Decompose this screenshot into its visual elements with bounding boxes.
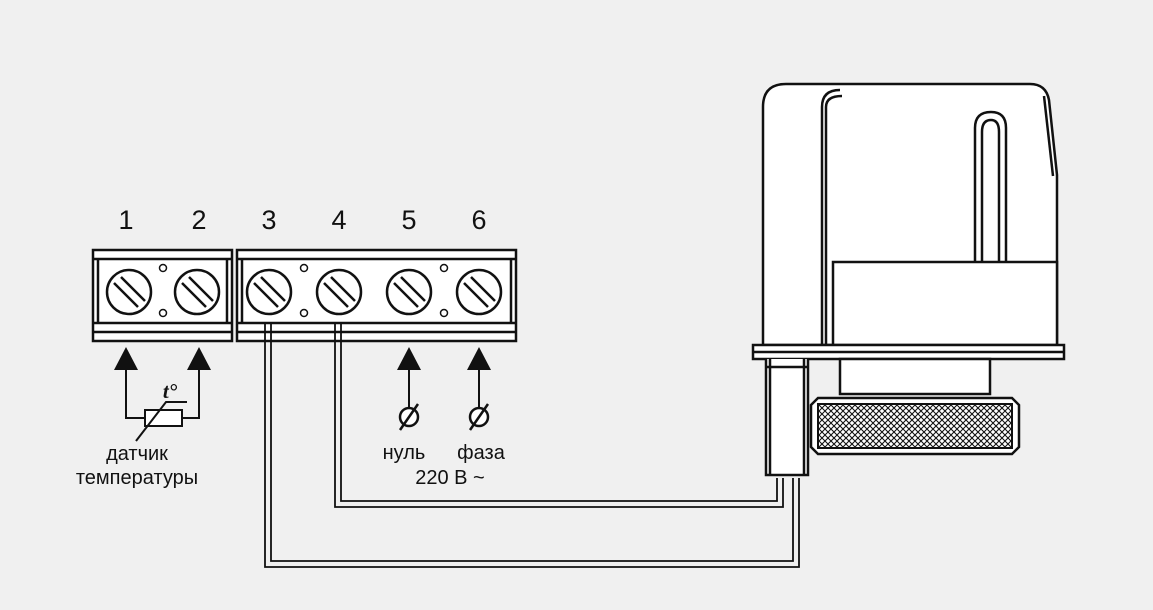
screw-3 bbox=[245, 268, 293, 316]
terminal-number-4: 4 bbox=[331, 205, 346, 235]
terminal-number-6: 6 bbox=[471, 205, 486, 235]
indicator-window bbox=[973, 110, 1008, 262]
power-phase-arrow bbox=[467, 347, 491, 431]
cable-sleeve bbox=[764, 359, 810, 477]
terminal-number-3: 3 bbox=[261, 205, 276, 235]
actuator-band bbox=[831, 260, 1059, 347]
terminal-holes bbox=[158, 263, 449, 318]
phase-label: фаза bbox=[457, 442, 506, 464]
power-neutral-arrow bbox=[397, 347, 421, 431]
voltage-label: 220 В ~ bbox=[415, 467, 485, 489]
wire-terminal-3 bbox=[264, 323, 800, 568]
arrow-up-icon bbox=[467, 347, 491, 370]
terminal-number-1: 1 bbox=[118, 205, 133, 235]
sensor-label-line2: температуры bbox=[76, 467, 198, 489]
screw-5 bbox=[385, 268, 433, 316]
screw-4 bbox=[315, 268, 363, 316]
sensor-label-line1: датчик bbox=[106, 443, 168, 465]
arrow-up-icon bbox=[114, 347, 138, 370]
thermistor-symbol: t° bbox=[163, 379, 178, 403]
actuator-neck bbox=[838, 357, 992, 396]
terminal-numbers: 1 2 3 4 5 6 bbox=[118, 205, 486, 235]
wire-terminal-4 bbox=[334, 323, 784, 508]
terminal-number-5: 5 bbox=[401, 205, 416, 235]
screw-1 bbox=[105, 268, 153, 316]
actuator bbox=[751, 82, 1066, 477]
screw-6 bbox=[455, 268, 503, 316]
sensor-circuit bbox=[125, 368, 200, 442]
neutral-label: нуль bbox=[383, 442, 426, 464]
terminal-number-2: 2 bbox=[191, 205, 206, 235]
screw-2 bbox=[173, 268, 221, 316]
arrow-up-icon bbox=[397, 347, 421, 370]
arrow-up-icon bbox=[187, 347, 211, 370]
